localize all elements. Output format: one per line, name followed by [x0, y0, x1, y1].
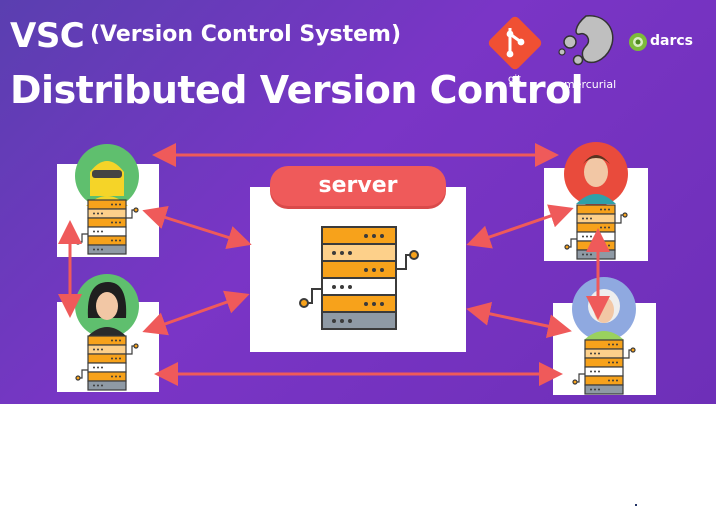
- darcs-logo-label: darcs: [650, 33, 694, 49]
- title-abbreviation: VSC: [10, 16, 85, 56]
- server-panel: [250, 187, 466, 352]
- user-nodes: [57, 142, 656, 395]
- mercurial-logo-icon: [558, 15, 614, 66]
- git-logo-label: git: [508, 74, 522, 85]
- main-title: Distributed Version Control: [10, 68, 584, 112]
- server-rack-icon: [299, 226, 419, 330]
- user-node-top-left: [57, 144, 159, 257]
- stray-dot: [635, 504, 637, 506]
- darcs-logo-icon: [629, 33, 647, 51]
- git-logo-icon: [488, 16, 542, 70]
- mercurial-logo-label: mercurial: [564, 78, 617, 91]
- server-label: server: [270, 166, 446, 206]
- title-expansion: (Version Control System): [90, 22, 402, 47]
- user-node-bottom-right: [553, 277, 656, 395]
- banner: VSC (Version Control System) Distributed…: [0, 0, 716, 404]
- user-node-top-right: [544, 142, 648, 261]
- user-node-bottom-left: [57, 274, 159, 392]
